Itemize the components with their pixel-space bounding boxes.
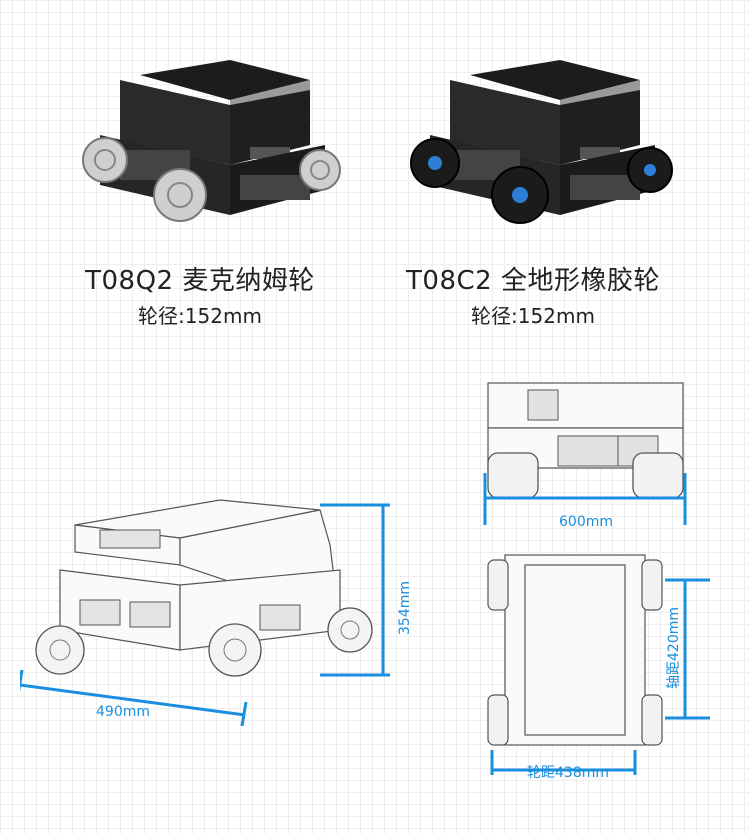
dimension-wheel-track-label: 轮距438mm xyxy=(527,765,609,781)
dimension-length-label: 490mm xyxy=(96,704,150,720)
product-wheel-diameter-rubber: 轮径:152mm xyxy=(471,304,595,328)
product-title-mecanum: T08Q2 麦克纳姆轮 xyxy=(85,266,315,296)
dimension-height-label: 354mm xyxy=(397,581,413,635)
robot-rubber-wheel-photo xyxy=(410,60,673,224)
product-wheel-diameter-mecanum: 轮径:152mm xyxy=(138,304,262,328)
front-view-drawing xyxy=(483,382,687,525)
robot-mecanum-photo xyxy=(82,60,341,222)
isometric-drawing xyxy=(20,499,390,727)
top-view-drawing xyxy=(487,554,710,775)
dimension-axle-distance-label: 轴距420mm xyxy=(666,607,682,689)
product-title-rubber: T08C2 全地形橡胶轮 xyxy=(406,266,660,296)
dimension-front-width-label: 600mm xyxy=(559,514,613,530)
